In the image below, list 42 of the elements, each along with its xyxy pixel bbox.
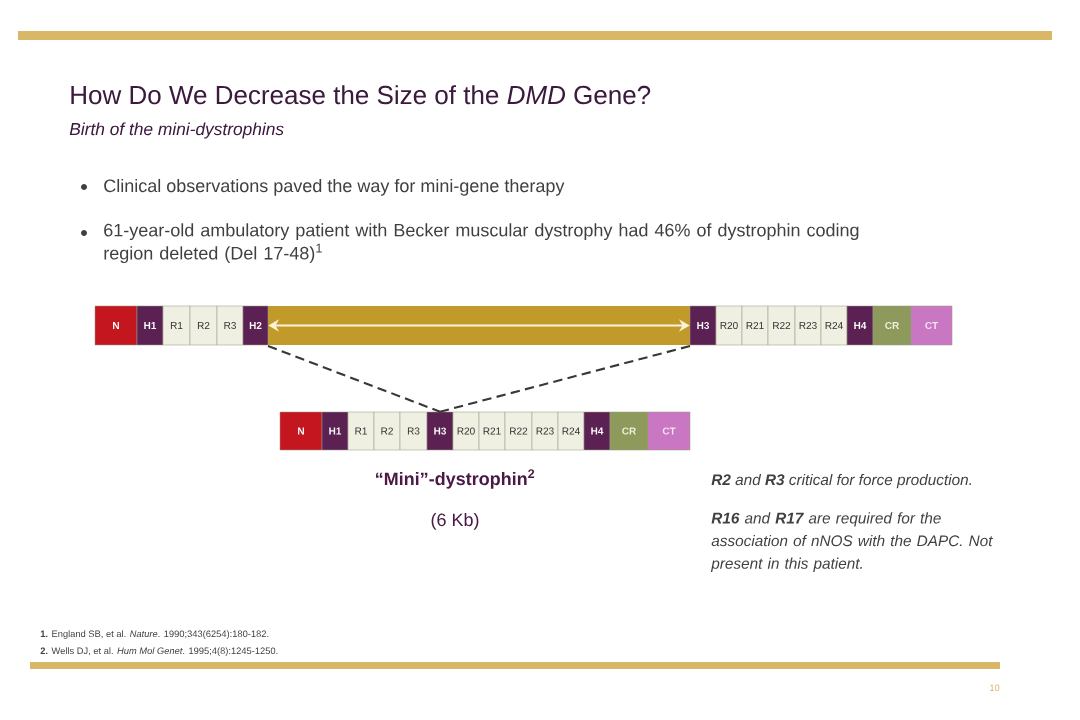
domain-box: R2 [189, 305, 218, 346]
domain-box: R3 [216, 305, 244, 346]
domain-box: H1 [136, 305, 164, 346]
bullet-text: 61-year-old ambulatory patient with Becker muscular dystrophy had 46% of dystrophin coding region deleted (Del 17-48)$^{1}$ [104, 223, 859, 264]
title: How Do We Decrease the Size of the DMD Gene? [71, 85, 651, 105]
domain-box: R2 [373, 411, 401, 451]
connector [439, 344, 691, 413]
domain-box: R1 [347, 411, 375, 451]
domain-box: R24 [557, 411, 585, 451]
subtitle: Birth of the mini-dystrophins [69, 122, 284, 139]
domain-box: R3 [399, 411, 428, 451]
domain-box: H4 [846, 305, 874, 346]
domain-box: R1 [162, 305, 191, 346]
domain-box: CR [872, 305, 912, 346]
domain-box: CR [609, 411, 649, 451]
domain-box: R20 [452, 411, 480, 451]
gene-caption: “Mini”-dystrophin$^{2}$ [376, 469, 535, 489]
domain-box: R22 [767, 305, 796, 346]
reference: 2. Wells DJ, et al. Hum Mol Genet. 1995;4(8):1245-1250. [40, 647, 278, 656]
domain-box: H4 [583, 411, 611, 451]
domain-box: R20 [715, 305, 743, 346]
domain-box: H3 [689, 305, 717, 346]
domain-box: H1 [321, 411, 349, 451]
domain-box: R23 [794, 305, 822, 346]
connector [267, 345, 441, 413]
domain-box: CT [910, 305, 953, 346]
domain-box: R23 [531, 411, 559, 451]
domain-box: R21 [478, 411, 506, 451]
domain-box: R22 [504, 411, 533, 451]
domain-box: N [279, 411, 323, 451]
domain-box: R21 [741, 305, 769, 346]
domain-box: N [94, 305, 138, 346]
note: R16 and R17 are required for the association of nNOS with the DAPC. Not present in this patient. [710, 512, 993, 572]
bullet-text: Clinical observations paved the way for mini-gene therapy [104, 178, 565, 196]
reference: 1. England SB, et al. Nature. 1990;343(6254):180-182. [40, 630, 269, 639]
page-number: 10 [990, 684, 1000, 692]
domain-box: R24 [820, 305, 848, 346]
domain-box: CT [647, 411, 691, 451]
note: R2 and R3 critical for force production. [711, 473, 971, 489]
domain-box: H3 [426, 411, 454, 451]
domain-box: H2 [242, 305, 269, 346]
gene-size: (6 Kb) [431, 512, 479, 530]
